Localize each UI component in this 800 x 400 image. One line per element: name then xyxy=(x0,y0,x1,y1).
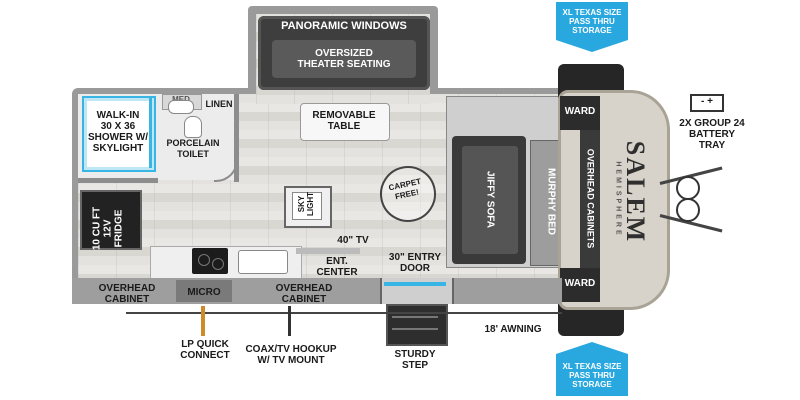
micro-label: MICRO xyxy=(187,287,221,298)
sturdy-step-label: STURDY STEP xyxy=(394,349,436,371)
step-tread-1 xyxy=(392,316,438,318)
battery-1 xyxy=(676,176,700,200)
overhead-cabinet-mid-label: OVERHEAD CABINET xyxy=(275,283,333,305)
ward-bottom xyxy=(560,268,600,302)
ward-top xyxy=(560,96,600,130)
removable-table xyxy=(300,103,390,141)
bath-wall-horizontal xyxy=(78,178,158,183)
storage-bottom-label: XL TEXAS SIZE PASS THRU STORAGE xyxy=(562,362,622,389)
linen-label: LINEN xyxy=(205,99,233,109)
murphy-bed-label: MURPHY BED xyxy=(545,167,557,236)
lp-connector xyxy=(201,306,205,336)
ent-center-cabinet xyxy=(296,248,360,254)
stove-burner-2 xyxy=(212,258,224,270)
coax-connector xyxy=(288,306,291,336)
storage-arrow-top-head xyxy=(556,40,628,52)
battery-symbols: - + xyxy=(701,96,713,107)
skylight-label: SKY LIGHT xyxy=(297,192,315,216)
entry-door-glass xyxy=(384,282,446,286)
brand-sub-logo: HEMISPHERE xyxy=(614,161,622,238)
storage-arrow-bottom-head xyxy=(556,342,628,354)
bath-wall-vertical xyxy=(234,94,239,182)
fridge-label: 10 CU FT 12V FRIDGE xyxy=(91,206,125,251)
bottom-wall xyxy=(72,278,562,304)
entry-door-label: 30" ENTRY DOOR xyxy=(388,252,442,274)
shower-curtain xyxy=(149,96,152,168)
awning-line xyxy=(126,312,562,314)
coax-tv-label: COAX/TV HOOKUP W/ TV MOUNT xyxy=(245,344,337,366)
skylight-inner xyxy=(292,192,322,220)
panoramic-windows-label: PANORAMIC WINDOWS xyxy=(281,20,407,32)
battery-tray-label: 2X GROUP 24 BATTERY TRAY xyxy=(679,118,745,151)
walk-in-shower xyxy=(82,96,156,172)
toilet-icon xyxy=(184,116,202,138)
jiffy-sofa-cushion xyxy=(462,146,518,254)
battery-2 xyxy=(676,198,700,222)
porcelain-toilet-label: PORCELAIN TOILET xyxy=(166,138,220,159)
battery-tray-icon xyxy=(690,94,724,112)
jiffy-sofa-label: JIFFY SOFA xyxy=(484,170,496,229)
lp-quick-connect-label: LP QUICK CONNECT xyxy=(180,339,230,361)
ward-top-label: WARD xyxy=(564,106,596,117)
brand-logo: SALEM xyxy=(621,140,650,244)
storage-top-label: XL TEXAS SIZE PASS THRU STORAGE xyxy=(562,8,622,35)
awning-label: 18' AWNING xyxy=(484,324,542,335)
overhead-cabinets-label: OVERHEAD CABINETS xyxy=(585,148,596,249)
sink-basin xyxy=(168,100,194,114)
fridge xyxy=(80,190,142,250)
sturdy-step xyxy=(386,304,448,346)
storage-arrow-bottom-box xyxy=(556,354,628,396)
kitchen-sink xyxy=(238,250,288,274)
theater-seat-cushion xyxy=(272,40,416,78)
tv-40-label: 40" TV xyxy=(337,235,369,246)
removable-table-label: REMOVABLE TABLE xyxy=(312,110,376,132)
micro-box xyxy=(176,280,232,302)
stove-burner-1 xyxy=(198,254,210,266)
step-tread-2 xyxy=(392,328,438,330)
theater-seating-label: OVERSIZED THEATER SEATING xyxy=(297,48,391,70)
storage-arrow-top-box xyxy=(556,2,628,40)
overhead-cabinets-strip xyxy=(580,130,600,268)
walk-in-shower-label: WALK-IN 30 X 36 SHOWER W/ SKYLIGHT xyxy=(88,110,148,154)
overhead-cabinet-left-label: OVERHEAD CABINET xyxy=(98,283,156,305)
ward-bottom-label: WARD xyxy=(564,278,596,289)
med-label: MED xyxy=(162,94,200,105)
ent-center-label: ENT. CENTER xyxy=(316,256,358,278)
